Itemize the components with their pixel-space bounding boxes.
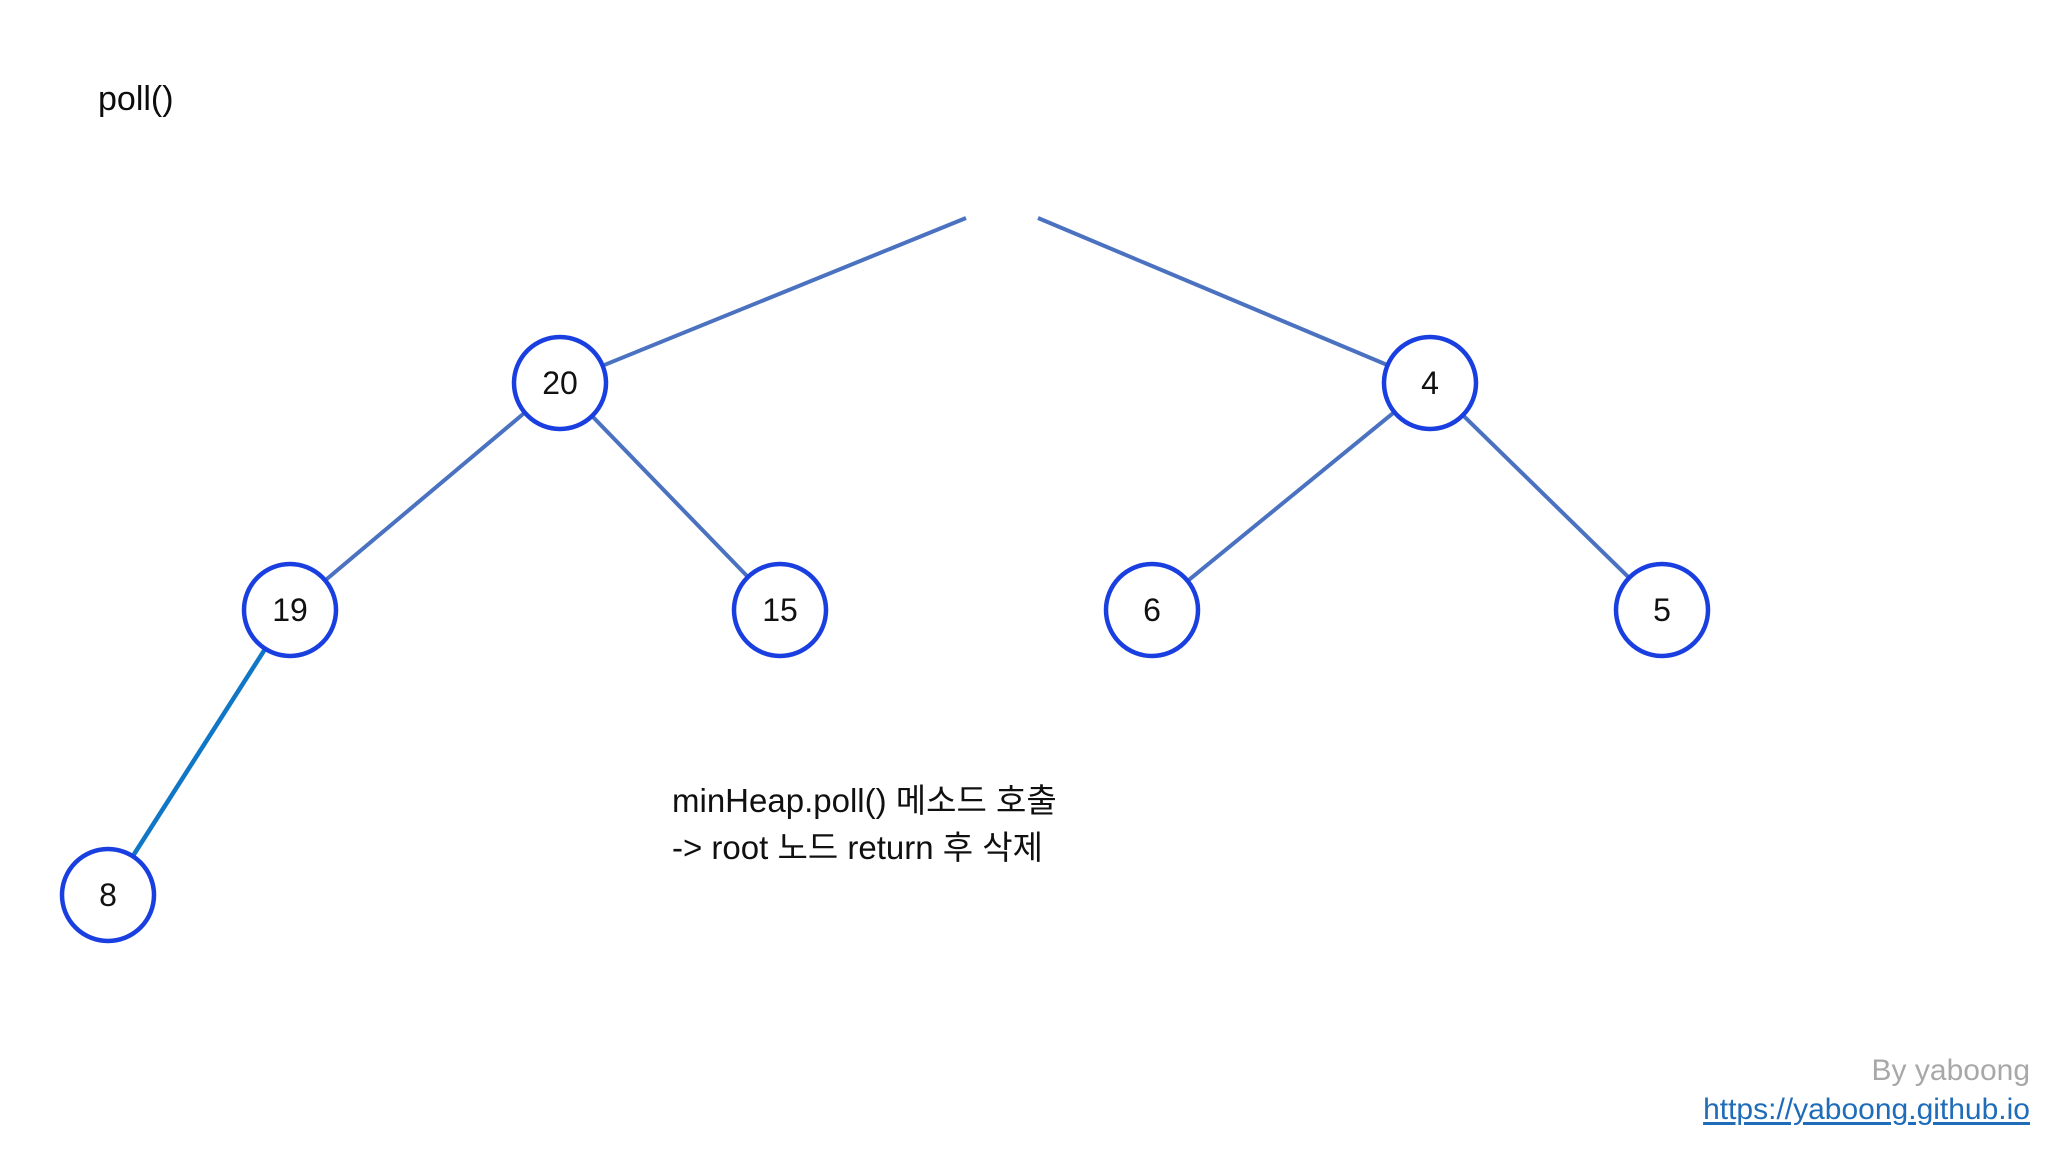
tree-edge-e-stub-left [601, 216, 967, 368]
caption-line-1: minHeap.poll() 메소드 호출 [672, 782, 1057, 819]
node-layer [59, 334, 1711, 944]
tree-node-20 [511, 334, 609, 432]
tree-edge-e-19-8 [130, 647, 268, 858]
tree-node-19 [241, 561, 339, 659]
footer-attribution: By yaboong https://yaboong.github.io [1703, 1051, 2030, 1130]
tree-edge-e-4-6 [1186, 410, 1396, 583]
caption-block: minHeap.poll() 메소드 호출 -> root 노드 return … [672, 778, 1057, 872]
tree-edge-e-stub-right [1037, 216, 1389, 367]
author-byline: By yaboong [1871, 1053, 2030, 1087]
tree-node-4 [1381, 334, 1479, 432]
tree-edge-e-20-19 [323, 411, 527, 582]
tree-edge-e-4-5 [1461, 413, 1631, 580]
page-title: poll() [98, 80, 174, 118]
caption-line-2: -> root 노드 return 후 삭제 [672, 828, 1043, 866]
tree-node-6 [1103, 561, 1201, 659]
tree-node-15 [731, 561, 829, 659]
tree-node-5 [1613, 561, 1711, 659]
tree-node-8 [59, 846, 157, 944]
author-site-link[interactable]: https://yaboong.github.io [1703, 1093, 2030, 1127]
edge-layer [130, 216, 1631, 858]
tree-edge-e-20-15 [590, 414, 750, 579]
